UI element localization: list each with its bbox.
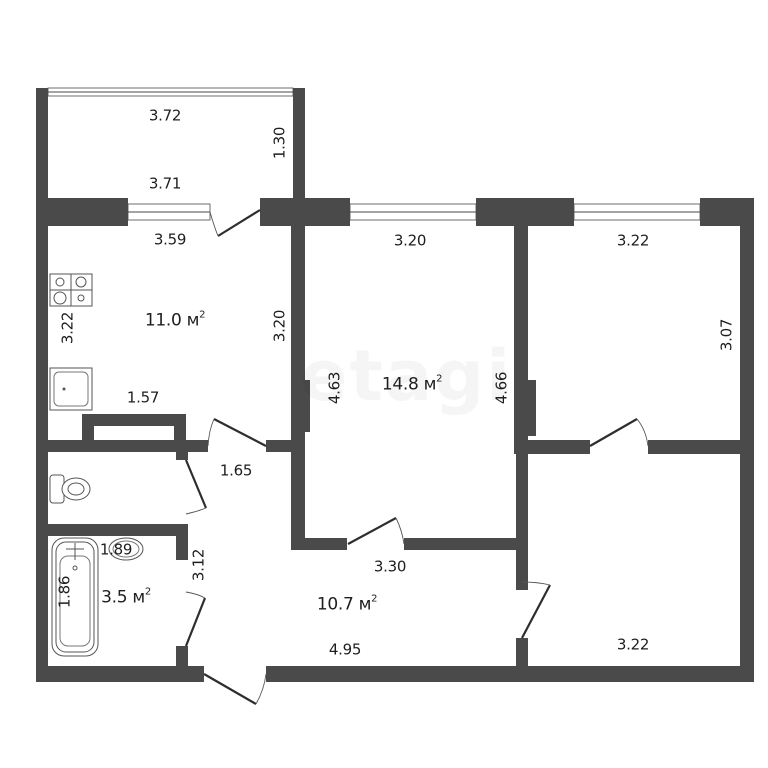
- outer-walls: [36, 198, 754, 682]
- hall-left-label: 3.12: [189, 548, 208, 582]
- doors: [184, 209, 649, 705]
- bedroom2-width-label: 3.22: [616, 635, 650, 654]
- balcony-depth-label: 1.30: [270, 126, 289, 160]
- balcony: [36, 87, 305, 200]
- bathtub-icon: [51, 537, 99, 657]
- bedroom1-width-label: 3.22: [616, 231, 650, 250]
- hall-top-label: 1.65: [219, 461, 253, 480]
- sink-icon: [49, 367, 93, 411]
- hall-area-label: 10.7 м2: [316, 593, 378, 615]
- bath-area-label: 3.5 м2: [101, 586, 151, 608]
- stove-icon: [49, 273, 93, 307]
- watermark: etagi: [300, 335, 512, 417]
- bath-sink-label: 1.89: [99, 540, 133, 559]
- living-width-label: 3.20: [393, 231, 427, 250]
- windows: [127, 203, 701, 221]
- bath-length-label: 1.86: [55, 575, 74, 609]
- toilet-icon: [49, 474, 91, 504]
- balcony-width-inner-label: 3.71: [148, 174, 182, 193]
- washbasin-icon: [108, 537, 144, 561]
- hall-mid-label: 3.30: [373, 557, 407, 576]
- living-area-label: 14.8 м2: [381, 373, 443, 395]
- kitchen-width-label: 3.59: [153, 230, 187, 249]
- bedroom1-height-label: 3.07: [717, 318, 736, 352]
- living-left-label: 4.63: [325, 371, 344, 405]
- kitchen-bottom-label: 1.57: [126, 388, 160, 407]
- kitchen-left-label: 3.22: [58, 311, 77, 345]
- interior-walls: [36, 226, 754, 682]
- kitchen-right-label: 3.20: [270, 309, 289, 343]
- living-right-label: 4.66: [492, 371, 511, 405]
- balcony-width-outer-label: 3.72: [148, 106, 182, 125]
- hall-bottom-label: 4.95: [328, 640, 362, 659]
- kitchen-area-label: 11.0 м2: [144, 309, 206, 331]
